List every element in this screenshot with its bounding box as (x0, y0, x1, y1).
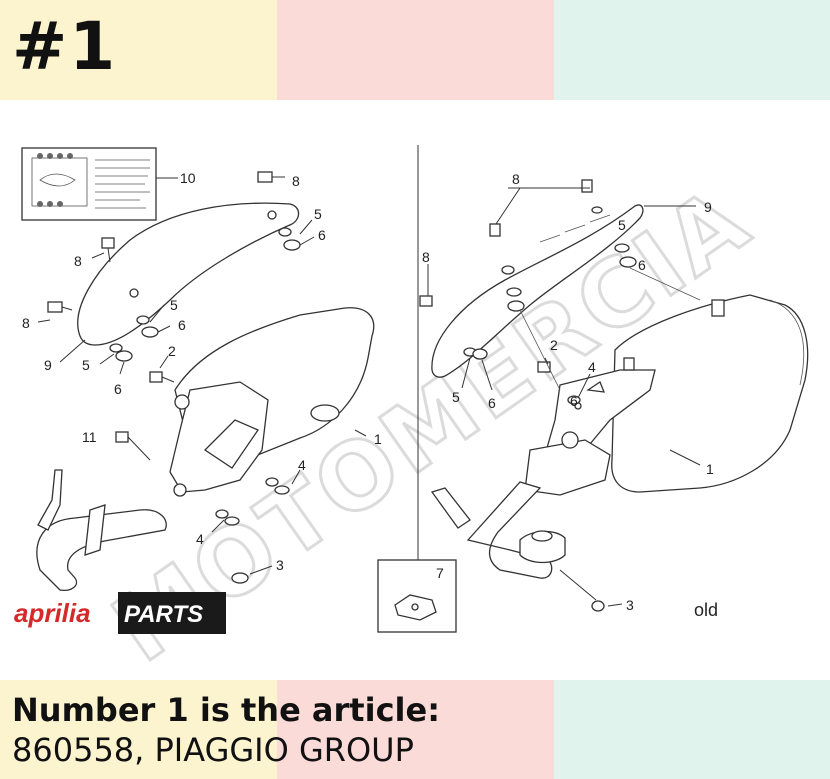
caption-article: 860558, PIAGGIO GROUP (12, 731, 414, 769)
muffler-right (611, 294, 809, 493)
exploded-parts-diagram: MOTOMERCIA (14, 145, 809, 680)
variant-label: old (694, 600, 718, 620)
callout-9: 9 (44, 357, 52, 373)
leader-lines-right (427, 187, 701, 607)
heat-shield-right (431, 204, 644, 378)
right-assembly: 8 9 8 5 6 2 4 6 5 6 1 3 7 old (377, 171, 809, 633)
band-pink (277, 680, 554, 779)
callout-2: 2 (168, 343, 176, 359)
callout-4: 4 (588, 359, 596, 375)
logo-brand: aprilia (14, 598, 91, 628)
callout-1: 1 (706, 461, 714, 477)
callout-4: 4 (196, 531, 204, 547)
aprilia-parts-logo: aprilia PARTS (14, 592, 226, 634)
callout-10: 10 (180, 170, 196, 186)
heat-shield-left (77, 202, 300, 346)
callout-11: 11 (82, 429, 97, 445)
callout-7: 7 (436, 565, 444, 581)
callout-5: 5 (170, 297, 178, 313)
callout-8: 8 (512, 171, 520, 187)
band-yellow (0, 680, 277, 779)
callout-6: 6 (488, 395, 496, 411)
callout-5: 5 (82, 357, 90, 373)
callout-6: 6 (318, 227, 326, 243)
callout-6: 6 (178, 317, 186, 333)
caption-title: Number 1 is the article: (12, 691, 440, 729)
washers-left (109, 227, 301, 584)
callout-5: 5 (314, 206, 322, 222)
callout-5: 5 (452, 389, 460, 405)
callout-8: 8 (74, 253, 82, 269)
callout-8: 8 (292, 173, 300, 189)
top-color-band (0, 0, 830, 100)
emission-label-sticker (21, 147, 157, 221)
band-mint (554, 680, 830, 779)
callout-1: 1 (374, 431, 382, 447)
callout-9: 9 (704, 199, 712, 215)
band-pink (277, 0, 554, 100)
callout-labels-left: 10 8 5 6 8 8 5 6 9 5 6 2 1 11 4 4 3 (22, 170, 382, 573)
leader-lines-left (37, 219, 367, 575)
callout-labels-right: 8 9 8 5 6 2 4 6 5 6 1 3 (422, 171, 714, 613)
callout-3: 3 (626, 597, 634, 613)
callout-6: 6 (114, 381, 122, 397)
washers-right (463, 243, 637, 612)
band-mint (554, 0, 830, 100)
callout-8: 8 (422, 249, 430, 265)
clip-nut-inset: 7 (377, 559, 457, 633)
bolts-right (419, 179, 593, 373)
callout-5: 5 (618, 217, 626, 233)
exhaust-pipe-right (466, 481, 553, 579)
callout-6: 6 (638, 257, 646, 273)
callout-2: 2 (550, 337, 558, 353)
callout-4: 4 (298, 457, 306, 473)
bottom-color-band (0, 680, 830, 779)
band-yellow (0, 0, 277, 100)
left-assembly: 10 8 5 6 8 8 5 6 9 5 6 2 1 11 4 4 3 apri… (14, 147, 382, 634)
logo-parts: PARTS (124, 601, 203, 628)
bolts-left (47, 171, 285, 461)
item-number-badge: #1 (12, 8, 118, 85)
callout-8: 8 (22, 315, 30, 331)
callout-3: 3 (276, 557, 284, 573)
callout-6: 6 (570, 393, 578, 409)
